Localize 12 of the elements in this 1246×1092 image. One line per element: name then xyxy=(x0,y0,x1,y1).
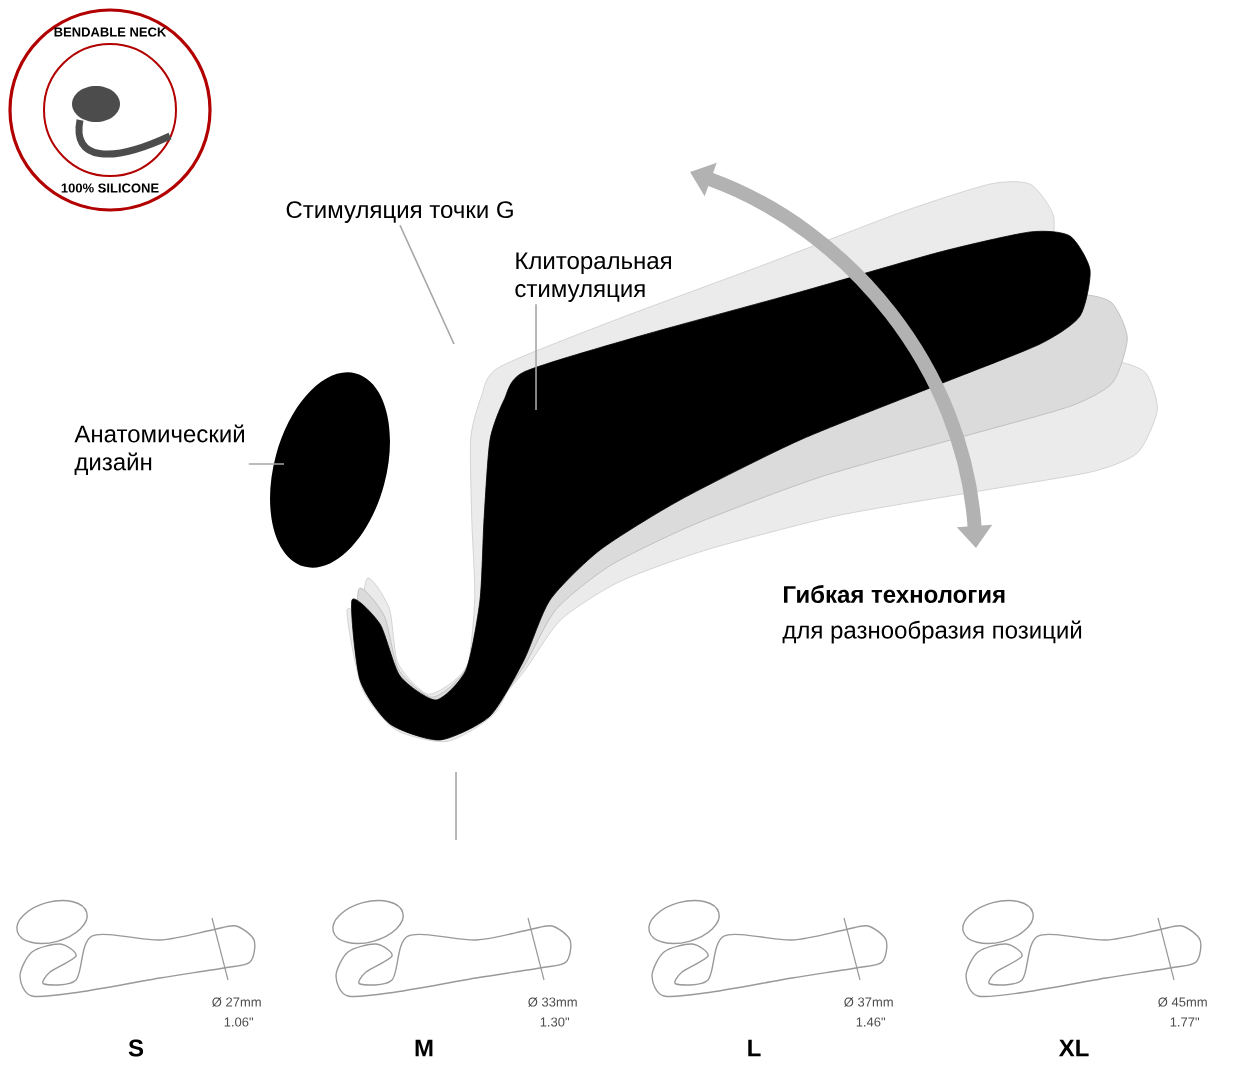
leader-line xyxy=(248,463,285,465)
leader-line xyxy=(535,303,537,411)
leader-line xyxy=(399,224,455,345)
callout-text: Клиторальная стимуляция xyxy=(515,252,671,302)
feature-heading: Гибкая технология xyxy=(784,585,1005,603)
callout-text: Стимуляция точки G xyxy=(286,201,513,223)
size-label: S xyxy=(128,1039,144,1057)
feature-text: для разнообразия позиций xyxy=(782,620,1082,644)
size-label: M xyxy=(415,1039,433,1057)
size-label: L xyxy=(748,1039,761,1057)
callout-text: Анатомический дизайн xyxy=(74,424,244,475)
size-label: XL xyxy=(1058,1039,1089,1057)
